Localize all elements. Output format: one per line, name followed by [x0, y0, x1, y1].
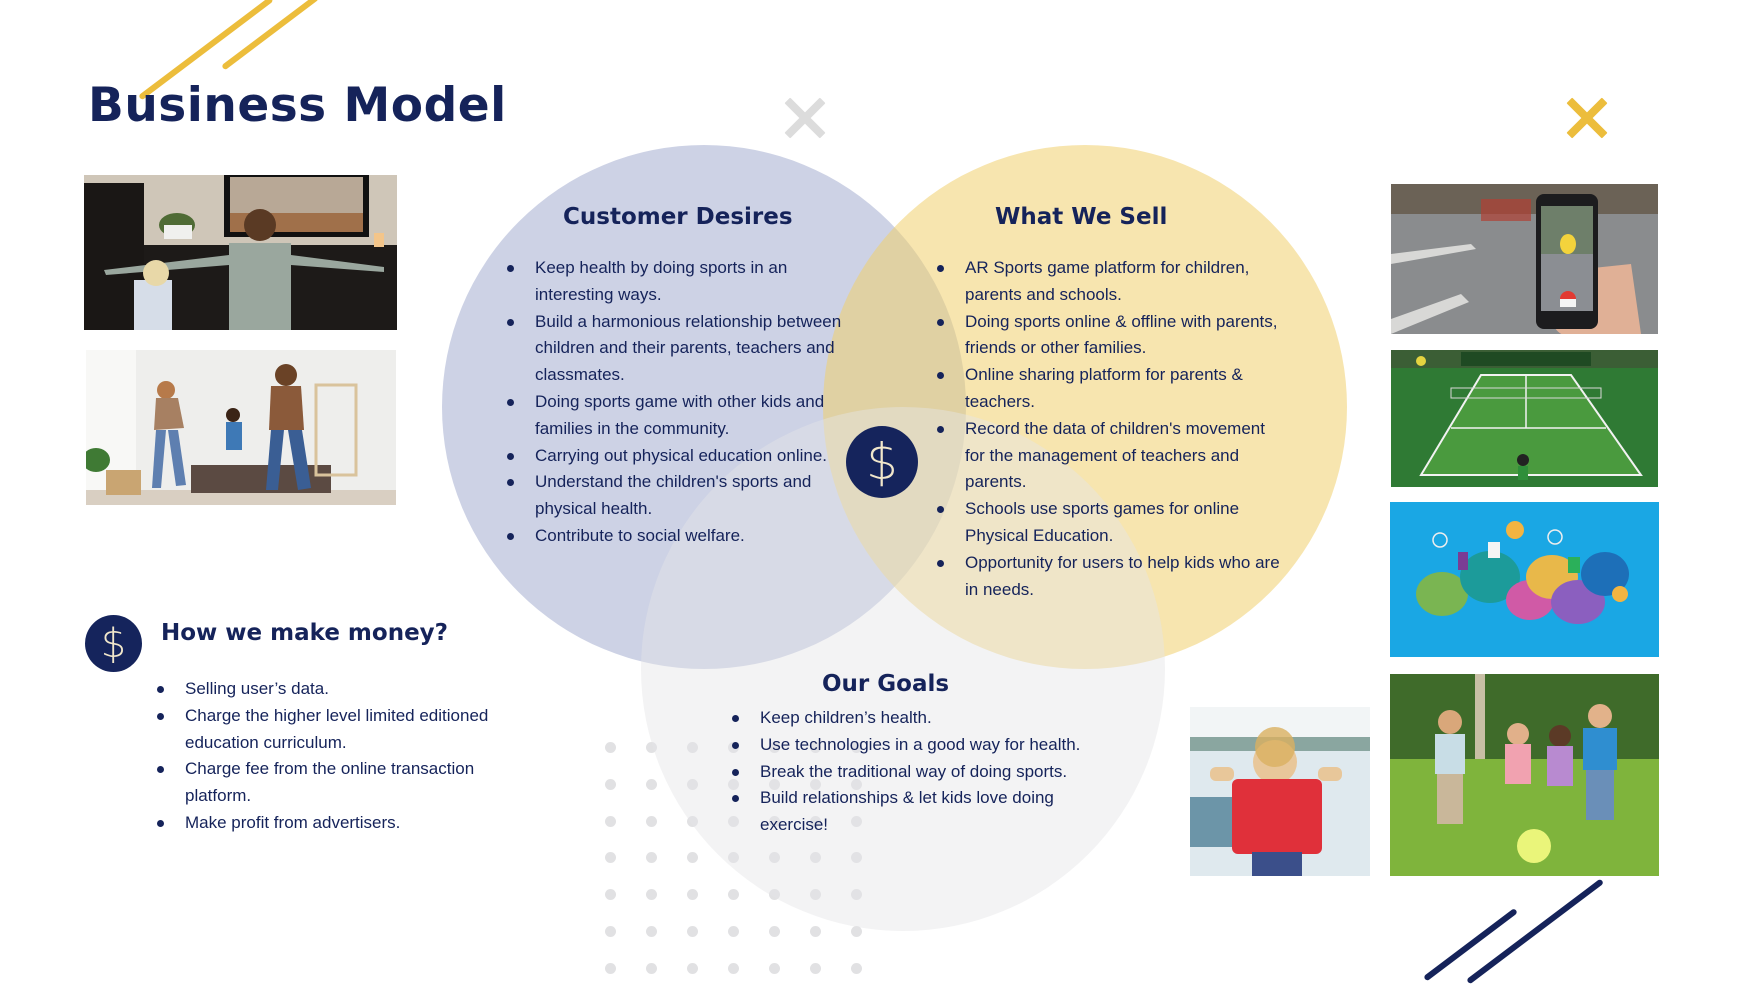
list-item: Opportunity for users to help kids who a…: [936, 550, 1281, 604]
list-item: Record the data of children's movement f…: [936, 416, 1281, 496]
list-item: Charge fee from the online transaction p…: [156, 756, 496, 810]
photo-ar-game-phone: [1391, 184, 1658, 334]
list-item: AR Sports game platform for children, pa…: [936, 255, 1281, 309]
list-item: Selling user’s data.: [156, 676, 496, 703]
list-item: Contribute to social welfare.: [506, 523, 851, 550]
list-item: Keep children’s health.: [731, 705, 1111, 732]
photo-tennis-video-game: [1391, 350, 1658, 487]
dollar-icon: $: [85, 615, 142, 672]
decorative-gold-line: [221, 0, 320, 71]
what-we-sell-heading: What We Sell: [995, 204, 1168, 230]
decorative-navy-line: [1423, 907, 1518, 982]
list-item: Make profit from advertisers.: [156, 810, 496, 837]
photo-family-dancing: [86, 350, 396, 505]
list-item: Build a harmonious relationship between …: [506, 309, 851, 389]
page-title: Business Model: [88, 78, 507, 133]
dollar-icon: $: [846, 426, 918, 498]
what-we-sell-list: AR Sports game platform for children, pa…: [936, 255, 1281, 603]
list-item: Charge the higher level limited editione…: [156, 703, 496, 757]
list-item: Build relationships & let kids love doin…: [731, 785, 1111, 839]
photo-kids-playing-ball: [1390, 674, 1659, 876]
list-item: Use technologies in a good way for healt…: [731, 732, 1111, 759]
venn-circle-what-we-sell: [823, 145, 1347, 669]
photo-kids-dancing-tv: [84, 175, 397, 330]
list-item: Keep health by doing sports in an intere…: [506, 255, 851, 309]
customer-desires-heading: Customer Desires: [563, 204, 793, 230]
customer-desires-list: Keep health by doing sports in an intere…: [506, 255, 851, 550]
close-icon: [784, 97, 826, 139]
photo-online-community-illustration: [1390, 502, 1659, 657]
list-item: Online sharing platform for parents & te…: [936, 362, 1281, 416]
decorative-dot-grid: [605, 742, 875, 982]
our-goals-list: Keep children’s health. Use technologies…: [731, 705, 1111, 839]
list-item: Carrying out physical education online.: [506, 443, 851, 470]
money-list: Selling user’s data. Charge the higher l…: [156, 676, 496, 837]
close-icon: [1566, 97, 1608, 139]
photo-boy-flexing: [1190, 707, 1370, 876]
list-item: Break the traditional way of doing sport…: [731, 759, 1111, 786]
list-item: Schools use sports games for online Phys…: [936, 496, 1281, 550]
our-goals-heading: Our Goals: [822, 671, 950, 697]
list-item: Doing sports online & offline with paren…: [936, 309, 1281, 363]
list-item: Understand the children's sports and phy…: [506, 469, 851, 523]
money-heading: How we make money?: [161, 620, 449, 646]
venn-circle-our-goals: [641, 407, 1165, 931]
list-item: Doing sports game with other kids and fa…: [506, 389, 851, 443]
